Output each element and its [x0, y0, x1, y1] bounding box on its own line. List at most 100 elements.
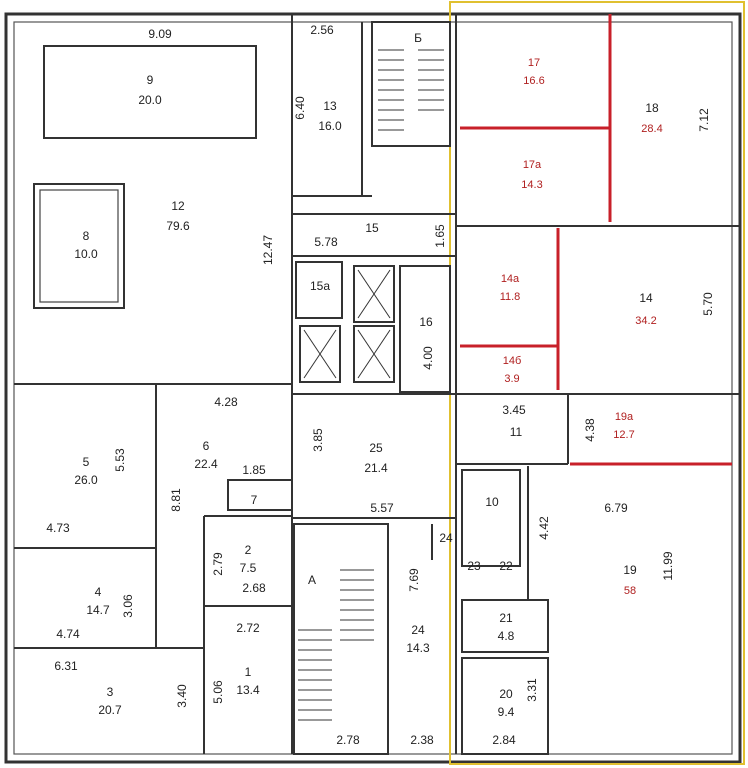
labels-red: 17 16.6 18 28.4 17а 14.3 14а 11.8 14 34.…: [500, 57, 663, 597]
dim-279: 2.79: [211, 552, 225, 576]
dim-553: 5.53: [113, 448, 127, 472]
dim-909: 9.09: [148, 27, 172, 41]
dim-185: 1.85: [242, 463, 266, 477]
room-5-area: 26.0: [74, 473, 98, 487]
outer-wall: [4, 12, 742, 764]
room-9-area: 20.0: [138, 93, 162, 107]
stair-b: [371, 21, 451, 147]
room-19-area: 58: [624, 585, 636, 597]
room-15-num: 15: [365, 221, 379, 235]
stair-a-label: А: [308, 573, 316, 587]
room-17-area: 16.6: [523, 75, 544, 87]
room-14-area: 34.2: [635, 315, 656, 327]
room-8-num: 8: [83, 229, 90, 243]
dim-442: 4.42: [537, 516, 551, 540]
dim-769: 7.69: [407, 568, 421, 592]
room-20-outline: [461, 657, 549, 755]
dim-631: 6.31: [54, 659, 78, 673]
room-9-outline: [43, 45, 257, 139]
room-16-num: 16: [419, 315, 433, 329]
room-22-num: 22: [499, 559, 513, 573]
dim-165: 1.65: [433, 224, 447, 248]
stair-treads-a: [298, 569, 374, 721]
room-10-num: 10: [485, 495, 499, 509]
room-20-num: 20: [499, 687, 513, 701]
dim-557: 5.57: [370, 501, 394, 515]
dim-400: 4.00: [421, 346, 435, 370]
room-15a-num: 15а: [310, 279, 330, 293]
room-10-outline: [461, 469, 521, 567]
room-18-num: 18: [645, 101, 659, 115]
dim-345: 3.45: [502, 403, 526, 417]
room-15a-outline: [295, 261, 343, 319]
room-7-outline: [227, 479, 293, 511]
lift-crosses: [303, 269, 391, 379]
lift-3: [353, 325, 395, 383]
stair-b-label: Б: [414, 31, 422, 45]
room-9-num: 9: [147, 73, 154, 87]
room-21-outline: [461, 599, 549, 653]
room-8-inner: [39, 189, 119, 303]
dim-1199: 11.99: [661, 551, 675, 580]
room-12-area: 79.6: [166, 219, 190, 233]
room-17a-num: 17а: [523, 159, 542, 171]
room-19a-num: 19а: [615, 411, 634, 423]
dim-306: 3.06: [121, 594, 135, 618]
dim-268: 2.68: [242, 581, 266, 595]
dim-278: 2.78: [336, 733, 360, 747]
room-14-num: 14: [639, 291, 653, 305]
room-3-area: 20.7: [98, 703, 122, 717]
room-17-num: 17: [528, 57, 540, 69]
room-24s-num: 24: [439, 531, 453, 545]
room-6-num: 6: [203, 439, 210, 453]
room-20-area: 9.4: [498, 705, 515, 719]
room-17a-area: 14.3: [521, 179, 542, 191]
dim-272: 2.72: [236, 621, 260, 635]
room-14a-num: 14а: [501, 273, 520, 285]
room-25-area: 21.4: [364, 461, 388, 475]
dim-570: 5.70: [701, 292, 715, 316]
room-19a-area: 12.7: [613, 429, 634, 441]
room-14a-area: 11.8: [500, 291, 521, 303]
room-24-num: 24: [411, 623, 425, 637]
dim-578: 5.78: [314, 235, 338, 249]
room-4-num: 4: [95, 585, 102, 599]
room-16-outline: [399, 265, 451, 393]
room-7-num: 7: [251, 493, 258, 507]
lift-2: [299, 325, 341, 383]
room-8-outline: [33, 183, 125, 309]
room-21-num: 21: [499, 611, 513, 625]
room-13-num: 13: [323, 99, 337, 113]
room-5-num: 5: [83, 455, 90, 469]
dim-640: 6.40: [293, 96, 307, 120]
room-14b-num: 14б: [503, 355, 522, 367]
dim-881: 8.81: [169, 488, 183, 512]
room-2-num: 2: [245, 543, 252, 557]
room-12-num: 12: [171, 199, 185, 213]
lift-1: [353, 265, 395, 323]
dim-1247: 12.47: [261, 235, 275, 265]
room-6-area: 22.4: [194, 457, 218, 471]
room-8-area: 10.0: [74, 247, 98, 261]
room-1-num: 1: [245, 665, 252, 679]
dim-340: 3.40: [175, 684, 189, 708]
room-3-num: 3: [107, 685, 114, 699]
room-18-area: 28.4: [641, 123, 662, 135]
room-24-area: 14.3: [406, 641, 430, 655]
dim-712: 7.12: [697, 108, 711, 132]
room-4-area: 14.7: [86, 603, 110, 617]
dim-506: 5.06: [211, 680, 225, 704]
dim-256: 2.56: [310, 23, 334, 37]
room-21-area: 4.8: [498, 629, 515, 643]
room-23-num: 23: [467, 559, 481, 573]
room-14b-area: 3.9: [504, 373, 519, 385]
dim-428: 4.28: [214, 395, 238, 409]
dim-474: 4.74: [56, 627, 80, 641]
stair-treads-b: [378, 49, 444, 131]
dim-473: 4.73: [46, 521, 70, 535]
room-1-area: 13.4: [236, 683, 260, 697]
room-19-num: 19: [623, 563, 637, 577]
dim-385: 3.85: [311, 428, 325, 452]
room-13-area: 16.0: [318, 119, 342, 133]
